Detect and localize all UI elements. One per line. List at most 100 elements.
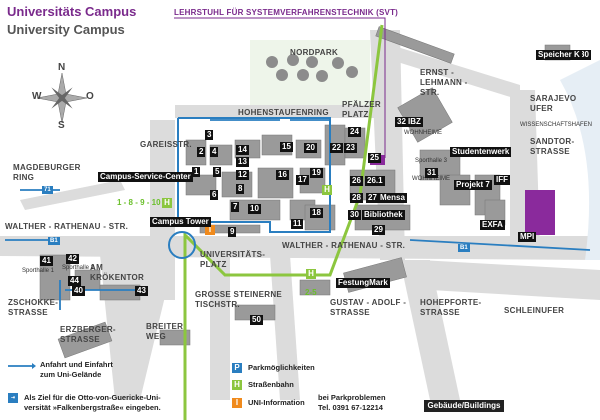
legend-tram-icon: H bbox=[232, 380, 242, 390]
building-17: 17 bbox=[296, 175, 309, 185]
legend-parking-problems: bei Parkproblemen Tel. 0391 67-12214 bbox=[318, 393, 386, 412]
building-40: 40 bbox=[72, 286, 85, 296]
building-mpi: MPI bbox=[518, 232, 537, 242]
legend-tram-text: Straßenbahn bbox=[248, 380, 294, 389]
building-campus-tower: Campus Tower bbox=[150, 217, 211, 227]
legend-arrow-head bbox=[32, 363, 36, 369]
street-walther-rathenau-left: WALTHER - RATHENAU - STR. bbox=[5, 222, 129, 231]
building-80: 80 bbox=[578, 50, 591, 60]
street-hohenstaufenring: HOHENSTAUFENRING bbox=[238, 108, 329, 117]
building-50: 50 bbox=[250, 315, 263, 325]
map-title-en: University Campus bbox=[7, 22, 125, 37]
building-19: 19 bbox=[310, 168, 323, 178]
river bbox=[560, 60, 600, 260]
building-9: 9 bbox=[228, 227, 237, 237]
building-26: 26 bbox=[350, 176, 363, 186]
building-29: 29 bbox=[372, 225, 385, 235]
compass-rose bbox=[36, 72, 88, 124]
building-ibz: IBZ bbox=[406, 117, 423, 127]
street-magdeburger-ring: MAGDEBURGER RING bbox=[13, 163, 81, 182]
building-12: 12 bbox=[236, 170, 249, 180]
building-3: 3 bbox=[205, 130, 214, 140]
street-gustav-adolf: GUSTAV - ADOLF - STRASSE bbox=[330, 298, 407, 317]
label-wissenschaftshafen: WISSENSCHAFTSHAFEN bbox=[520, 122, 593, 128]
legend-parking-icon: P bbox=[232, 363, 242, 373]
building-18: 18 bbox=[310, 208, 323, 218]
building-42: 42 bbox=[66, 254, 79, 264]
street-breiter-weg: BREITER WEG bbox=[146, 322, 184, 341]
building-mensa: Mensa bbox=[378, 193, 407, 203]
navigation-icon: ⇥ bbox=[8, 393, 18, 403]
building-25: 25 bbox=[368, 153, 381, 163]
building-bibliothek: Bibliothek bbox=[362, 210, 405, 220]
building-23: 23 bbox=[344, 143, 357, 153]
info-icon: I bbox=[205, 225, 215, 235]
building-5: 5 bbox=[213, 167, 222, 177]
building-14: 14 bbox=[236, 145, 249, 155]
building-7: 7 bbox=[231, 202, 240, 212]
footer-buildings-badge: Gebäude/Buildings bbox=[424, 400, 504, 412]
building-iff: IFF bbox=[494, 175, 510, 185]
building-43: 43 bbox=[135, 286, 148, 296]
street-schleinufer: SCHLEINUFER bbox=[504, 306, 565, 315]
building-11: 11 bbox=[291, 219, 304, 229]
building-8: 8 bbox=[236, 184, 245, 194]
label-sporthalle-1: Sporthalle 1 bbox=[22, 268, 55, 274]
label-wohnheime-2: WOHNHEIME bbox=[412, 176, 450, 182]
street-pfaelzer-platz: PFÄLZER PLATZ bbox=[342, 100, 381, 119]
building-projekt7: Projekt 7 bbox=[454, 180, 492, 190]
building-41: 41 bbox=[40, 256, 53, 266]
building-festungmark: FestungMark bbox=[336, 278, 390, 288]
compass-o: O bbox=[86, 91, 94, 102]
tram-icon-2: H bbox=[322, 185, 332, 195]
map-title-de: Universitäts Campus bbox=[7, 4, 137, 19]
legend-parking-text: Parkmöglichkeiten bbox=[248, 363, 315, 372]
building-20: 20 bbox=[304, 143, 317, 153]
compass-w: W bbox=[32, 91, 42, 102]
label-wohnheime-1: WOHNHEIME bbox=[404, 130, 442, 136]
building-6: 6 bbox=[210, 190, 219, 200]
building-campus-service-center: Campus-Service-Center bbox=[98, 172, 193, 182]
street-universitaetsplatz: UNIVERSITÄTS- PLATZ bbox=[200, 250, 266, 269]
tram-stop-lines-1: 1 - 8 - 9 - 10 bbox=[117, 198, 161, 207]
building-13: 13 bbox=[236, 157, 249, 167]
compass-s: S bbox=[58, 120, 65, 131]
svt-label: LEHRSTUHL FÜR SYSTEMVERFAHRENSTECHNIK (S… bbox=[174, 8, 399, 17]
street-zschokke: ZSCHOKKE- STRASSE bbox=[8, 298, 59, 317]
building-16: 16 bbox=[276, 170, 289, 180]
street-grosse-steinerne: GROSSE STEINERNE TISCHSTR. bbox=[195, 290, 283, 309]
tram-stop-lines-2: 2-5 bbox=[305, 288, 317, 297]
building-22: 22 bbox=[330, 143, 343, 153]
svt-leader-line bbox=[174, 17, 386, 158]
road-number-71: 71 bbox=[42, 186, 53, 194]
building-44: 44 bbox=[68, 276, 81, 286]
legend-nav-hint: Als Ziel für die Otto-von-Guericke-Uni- … bbox=[24, 393, 161, 412]
building-26-1: 26.1 bbox=[365, 176, 385, 186]
building-28: 28 bbox=[350, 193, 363, 203]
street-am-kroekentor: AM KRÖKENTOR bbox=[90, 263, 145, 282]
building-10: 10 bbox=[248, 204, 261, 214]
roundabout bbox=[168, 231, 196, 259]
building-15: 15 bbox=[280, 142, 293, 152]
street-sarajevo-ufer: SARAJEVO UFER bbox=[530, 94, 577, 113]
building-speicher-k: Speicher K bbox=[536, 50, 582, 60]
access-arrows bbox=[5, 119, 591, 310]
tram-line bbox=[183, 24, 384, 420]
tram-icon-1: H bbox=[162, 198, 172, 208]
building-31: 31 bbox=[425, 168, 438, 178]
building-studentenwerk: Studentenwerk bbox=[450, 147, 512, 157]
nordpark-trees bbox=[266, 54, 358, 82]
building-1: 1 bbox=[192, 167, 201, 177]
building-32: 32 bbox=[395, 117, 408, 127]
street-hohepforte: HOHEPFORTE- STRASSE bbox=[420, 298, 482, 317]
street-erzberger: ERZBERGER- STRASSE bbox=[60, 325, 116, 344]
label-sporthalle-2: Sporthalle 2 bbox=[62, 265, 95, 271]
street-gareisstr: GAREISSTR. bbox=[140, 140, 192, 149]
legend-info-icon: I bbox=[232, 398, 242, 408]
building-2: 2 bbox=[197, 147, 206, 157]
road-number-b1-left: B1 bbox=[48, 237, 60, 245]
label-sporthalle-3: Sporthalle 3 bbox=[415, 158, 448, 164]
legend-arrow-text: Anfahrt und Einfahrt zum Uni-Gelände bbox=[40, 360, 113, 379]
building-4: 4 bbox=[210, 147, 219, 157]
